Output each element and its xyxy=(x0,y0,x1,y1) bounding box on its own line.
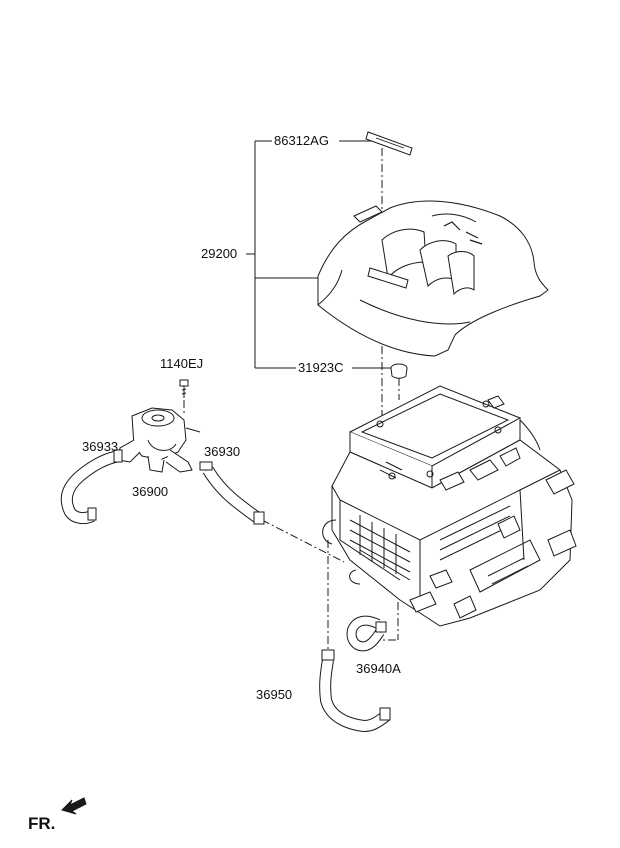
label-grommet: 31923C xyxy=(298,360,344,375)
front-direction-label: FR. xyxy=(28,814,56,833)
hose-right-part xyxy=(199,461,265,525)
cover-callout-bracket xyxy=(246,140,392,369)
inverter-assembly xyxy=(322,385,577,627)
front-direction-arrow-icon xyxy=(61,797,87,815)
emblem-part xyxy=(365,131,413,156)
hose-bottom-part xyxy=(319,649,391,733)
label-cover: 29200 xyxy=(201,246,238,261)
label-hose-small: 36940A xyxy=(356,661,401,676)
hose-small-part xyxy=(346,615,387,652)
label-hose-left: 36933 xyxy=(82,439,119,454)
label-hose-right: 36930 xyxy=(204,444,241,459)
label-hose-bottom: 36950 xyxy=(256,687,293,702)
bolt-part xyxy=(179,379,189,398)
engine-cover-part xyxy=(317,200,549,357)
hose-left-part xyxy=(60,449,123,525)
label-bolt: 1140EJ xyxy=(160,356,204,371)
water-pump-part xyxy=(117,407,201,473)
grommet-part xyxy=(390,363,408,379)
label-emblem: 86312AG xyxy=(274,133,329,148)
label-pump: 36900 xyxy=(132,484,169,499)
